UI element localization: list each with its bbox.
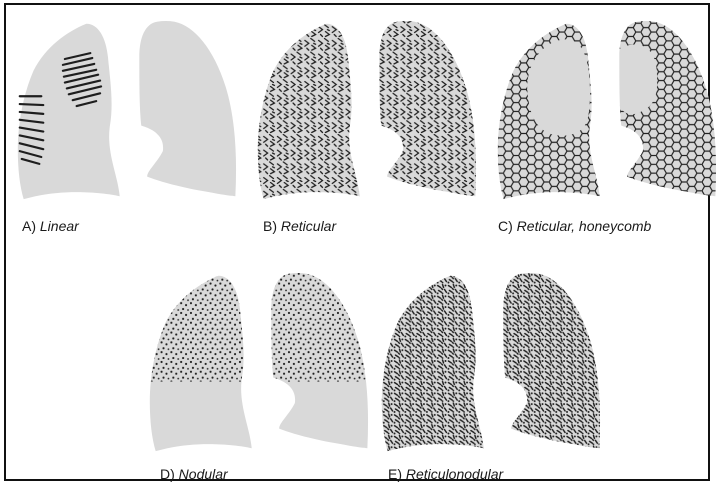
panel-linear (18, 21, 236, 199)
caption-name: Reticulonodular (406, 466, 503, 482)
caption-letter: C) (498, 218, 513, 234)
caption-letter: D) (160, 466, 175, 482)
caption-name: Reticular, honeycomb (517, 218, 652, 234)
caption-honeycomb: C) Reticular, honeycomb (498, 218, 651, 234)
lung-left-shape (18, 24, 120, 199)
panel-reticular (258, 21, 476, 199)
panel-reticulonodular (382, 273, 600, 451)
caption-letter: B) (263, 218, 277, 234)
panel-nodular (140, 262, 385, 451)
reticular-texture-left (258, 24, 360, 199)
caption-letter: A) (22, 218, 36, 234)
caption-reticulonodular: E) Reticulonodular (388, 466, 503, 482)
lung-right-shape (139, 21, 236, 196)
reticular-texture-right (379, 21, 476, 196)
caption-reticular: B) Reticular (263, 218, 336, 234)
caption-letter: E) (388, 466, 402, 482)
nodular-texture-left (140, 262, 267, 382)
caption-name: Linear (40, 218, 79, 234)
reticulonodular-texture-right (503, 273, 600, 448)
panel-honeycomb (488, 10, 717, 206)
caption-name: Nodular (179, 466, 228, 482)
caption-nodular: D) Nodular (160, 466, 228, 482)
caption-linear: A) Linear (22, 218, 79, 234)
reticulonodular-texture-left (382, 276, 484, 451)
caption-name: Reticular (281, 218, 336, 234)
nodular-texture-right (258, 262, 385, 382)
